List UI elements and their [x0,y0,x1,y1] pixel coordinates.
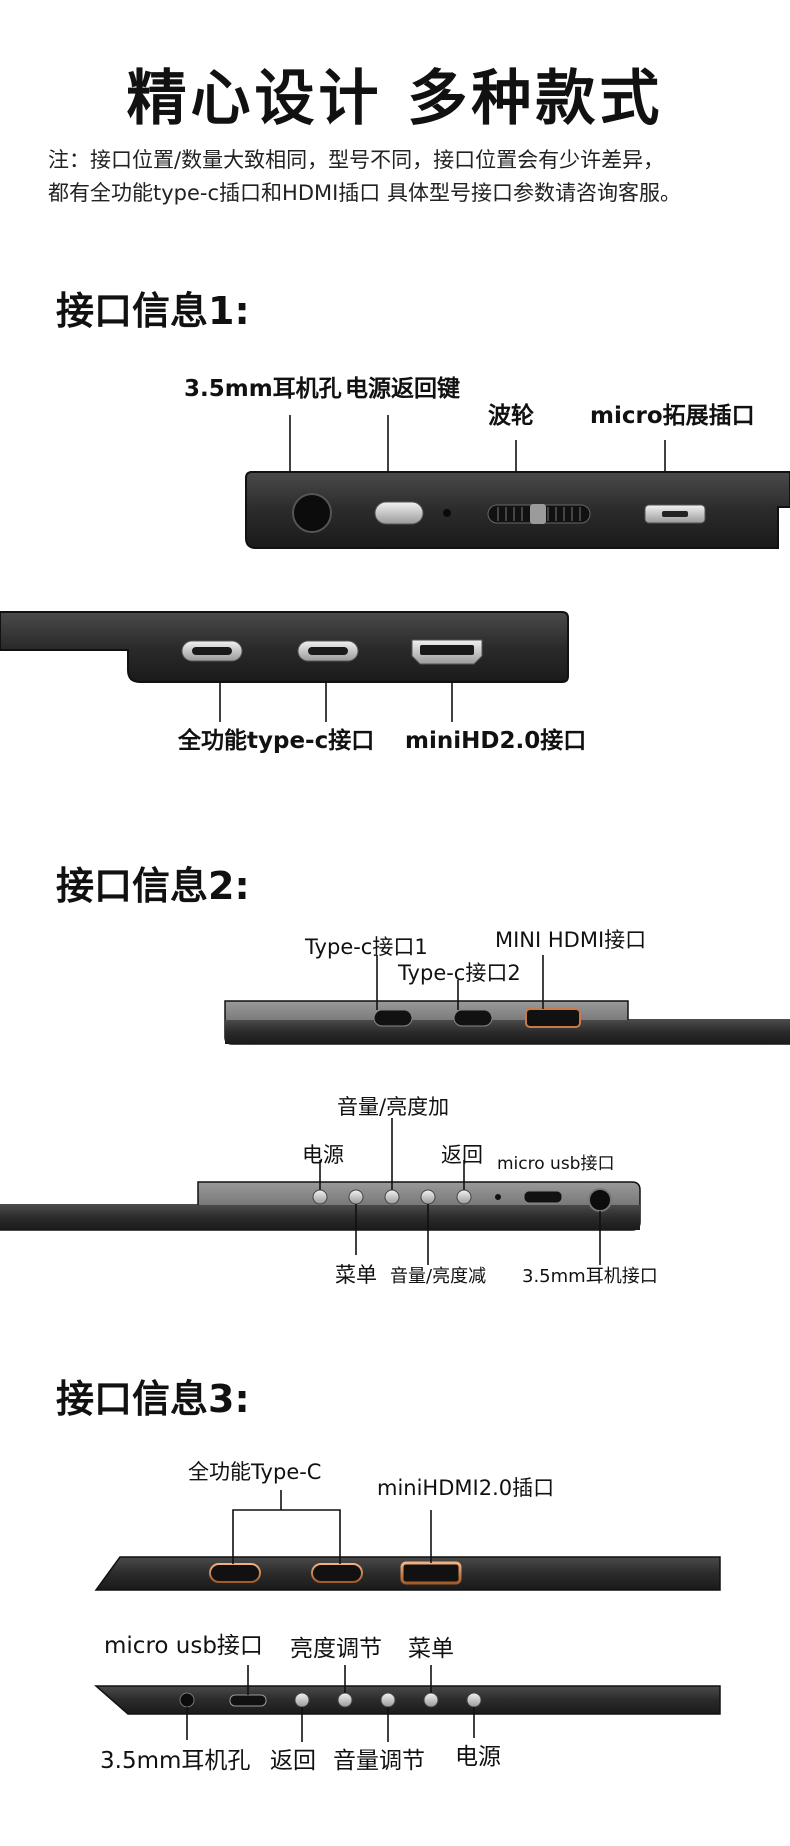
label-mini-hdmi-2-0-socket: miniHDMI2.0插口 [377,1476,555,1500]
volume-button [380,1692,396,1708]
label-brightness-adjust: 亮度调节 [290,1636,382,1662]
type-c-port-1-icon [373,1009,413,1027]
label-full-function-type-c: 全功能Type-C [188,1460,322,1484]
headphone-jack-icon [292,493,332,533]
label-volume-adjust: 音量调节 [333,1748,425,1774]
headphone-jack-icon [179,1692,195,1708]
label-power: 电源 [302,1143,344,1167]
note-line-1: 注：接口位置/数量大致相同，型号不同，接口位置会有少许差异， [48,148,665,172]
label-scroll-wheel: 波轮 [488,403,534,429]
section-3-device-side [94,1665,721,1742]
indicator-led [443,509,451,517]
menu-button [348,1189,364,1205]
label-back: 返回 [270,1748,316,1774]
label-volume-brightness-down: 音量/亮度减 [390,1266,487,1287]
brightness-button [337,1692,353,1708]
power-button [312,1189,328,1205]
back-button [294,1692,310,1708]
label-mini-hdmi-2-0: miniHD2.0接口 [405,728,587,754]
label-3.5mm-headphone-port: 3.5mm耳机接口 [522,1266,658,1287]
section-1-device-bottom [0,611,569,722]
label-menu: 菜单 [408,1636,454,1662]
label-menu: 菜单 [335,1263,377,1287]
section-1-device-top [245,415,790,549]
section-3-device-top [94,1490,721,1591]
label-power: 电源 [455,1744,501,1770]
section-2-device-side [0,1118,641,1265]
label-mini-hdmi-port: MINI HDMI接口 [495,928,647,952]
mini-hdmi-port-icon [525,1008,581,1028]
label-micro-usb-port: micro usb接口 [497,1154,615,1174]
label-back: 返回 [441,1143,483,1167]
micro-usb-port-icon [229,1694,267,1707]
headphone-jack-icon [588,1188,612,1212]
label-micro-expansion-port: micro拓展插口 [590,403,755,429]
label-micro-usb-port: micro usb接口 [104,1633,263,1659]
label-type-c-port-2: Type-c接口2 [398,961,521,985]
power-return-button [374,501,424,525]
mini-hdmi-port-icon [400,1561,462,1585]
section-3-heading: 接口信息3: [56,1377,250,1421]
volume-down-button [420,1189,436,1205]
label-3.5mm-jack: 3.5mm耳机孔 [184,376,342,402]
type-c-port-2-icon [453,1009,493,1027]
label-power-return-key: 电源返回键 [345,376,460,402]
micro-usb-port-icon [523,1190,563,1204]
section-2-device-top [224,955,790,1045]
type-c-port-icon [311,1563,363,1583]
label-3.5mm-jack: 3.5mm耳机孔 [100,1748,251,1774]
label-full-function-type-c: 全功能type-c接口 [178,728,375,754]
label-type-c-port-1: Type-c接口1 [305,935,428,959]
power-button [466,1692,482,1708]
type-c-port-icon [209,1563,261,1583]
volume-up-button [384,1189,400,1205]
section-1-heading: 接口信息1: [56,289,250,333]
page-title: 精心设计 多种款式 [126,64,664,134]
label-volume-brightness-up: 音量/亮度加 [337,1095,450,1119]
back-button [456,1189,472,1205]
section-2-heading: 接口信息2: [56,864,250,908]
note-line-2: 都有全功能type-c插口和HDMI插口 具体型号接口参数请咨询客服。 [48,181,681,205]
menu-button [423,1692,439,1708]
